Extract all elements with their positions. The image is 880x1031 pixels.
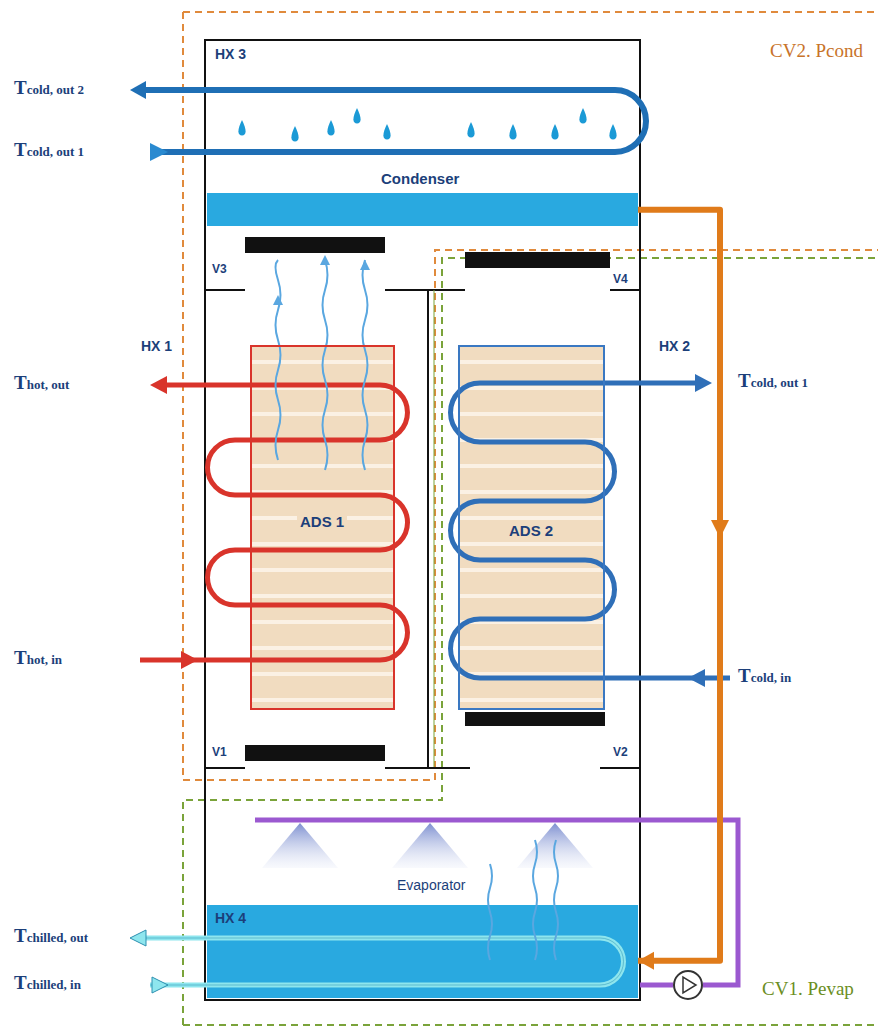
temperature-label: Thot, out: [14, 372, 69, 394]
ads1-bed: [250, 345, 395, 710]
cv1-boundary: [183, 258, 878, 1025]
evaporator-pool: HX 4: [207, 905, 638, 998]
temperature-label: Tcold, in: [738, 665, 791, 687]
spray-cones: [262, 823, 593, 868]
temperature-label: Tcold, out 2: [14, 77, 84, 99]
cv2-boundary: [183, 12, 878, 780]
node-text: HX 4: [215, 910, 246, 926]
arrow-head: [638, 952, 654, 970]
refrigerant-pipe: [638, 210, 720, 961]
valve-label: V2: [613, 745, 628, 759]
lower-partition: [205, 767, 640, 769]
temperature-label: Tcold, out 1: [14, 139, 84, 161]
valve-label: V1: [212, 745, 227, 759]
temperature-label: Tcold, out 1: [738, 370, 808, 392]
adsorber-bed: ADS 1: [250, 345, 395, 710]
heat-exchanger-label: HX 1: [140, 338, 173, 354]
condensate-drops: [238, 108, 616, 142]
temperature-label: Thot, in: [14, 647, 62, 669]
heat-exchanger-label: HX 3: [214, 46, 247, 62]
node-text: ADS 2: [506, 522, 556, 539]
hx2-coil: [451, 383, 731, 678]
hx4-tube: [146, 938, 624, 985]
pump: [674, 971, 702, 999]
valve-v4: [465, 252, 610, 268]
valve-v1: [245, 745, 385, 761]
upper-partition: [205, 290, 640, 768]
valve-v3: [245, 237, 385, 253]
node-text: ADS 1: [297, 513, 347, 530]
control-volume-label: CV2. Pcond: [770, 40, 863, 62]
hx3-tube: [146, 90, 646, 152]
condenser-band: Condenser: [207, 168, 638, 226]
node-text: Condenser: [378, 170, 462, 187]
control-volume-label: CV1. Pevap: [762, 978, 854, 1000]
vessel: [205, 40, 640, 1000]
valve-label: V4: [613, 272, 628, 286]
temperature-label: Tchilled, in: [14, 972, 81, 994]
adsorber-bed: ADS 2: [458, 345, 605, 710]
heat-exchanger-label: HX 2: [658, 338, 691, 354]
evaporating-vapour: [488, 840, 558, 960]
vapour-rising: [276, 260, 368, 470]
valve-label: V3: [212, 262, 227, 276]
ads2-bed: [458, 345, 605, 710]
valve-v2: [465, 712, 605, 726]
temperature-label: Tchilled, out: [14, 925, 88, 947]
component-label: Evaporator: [395, 877, 467, 893]
